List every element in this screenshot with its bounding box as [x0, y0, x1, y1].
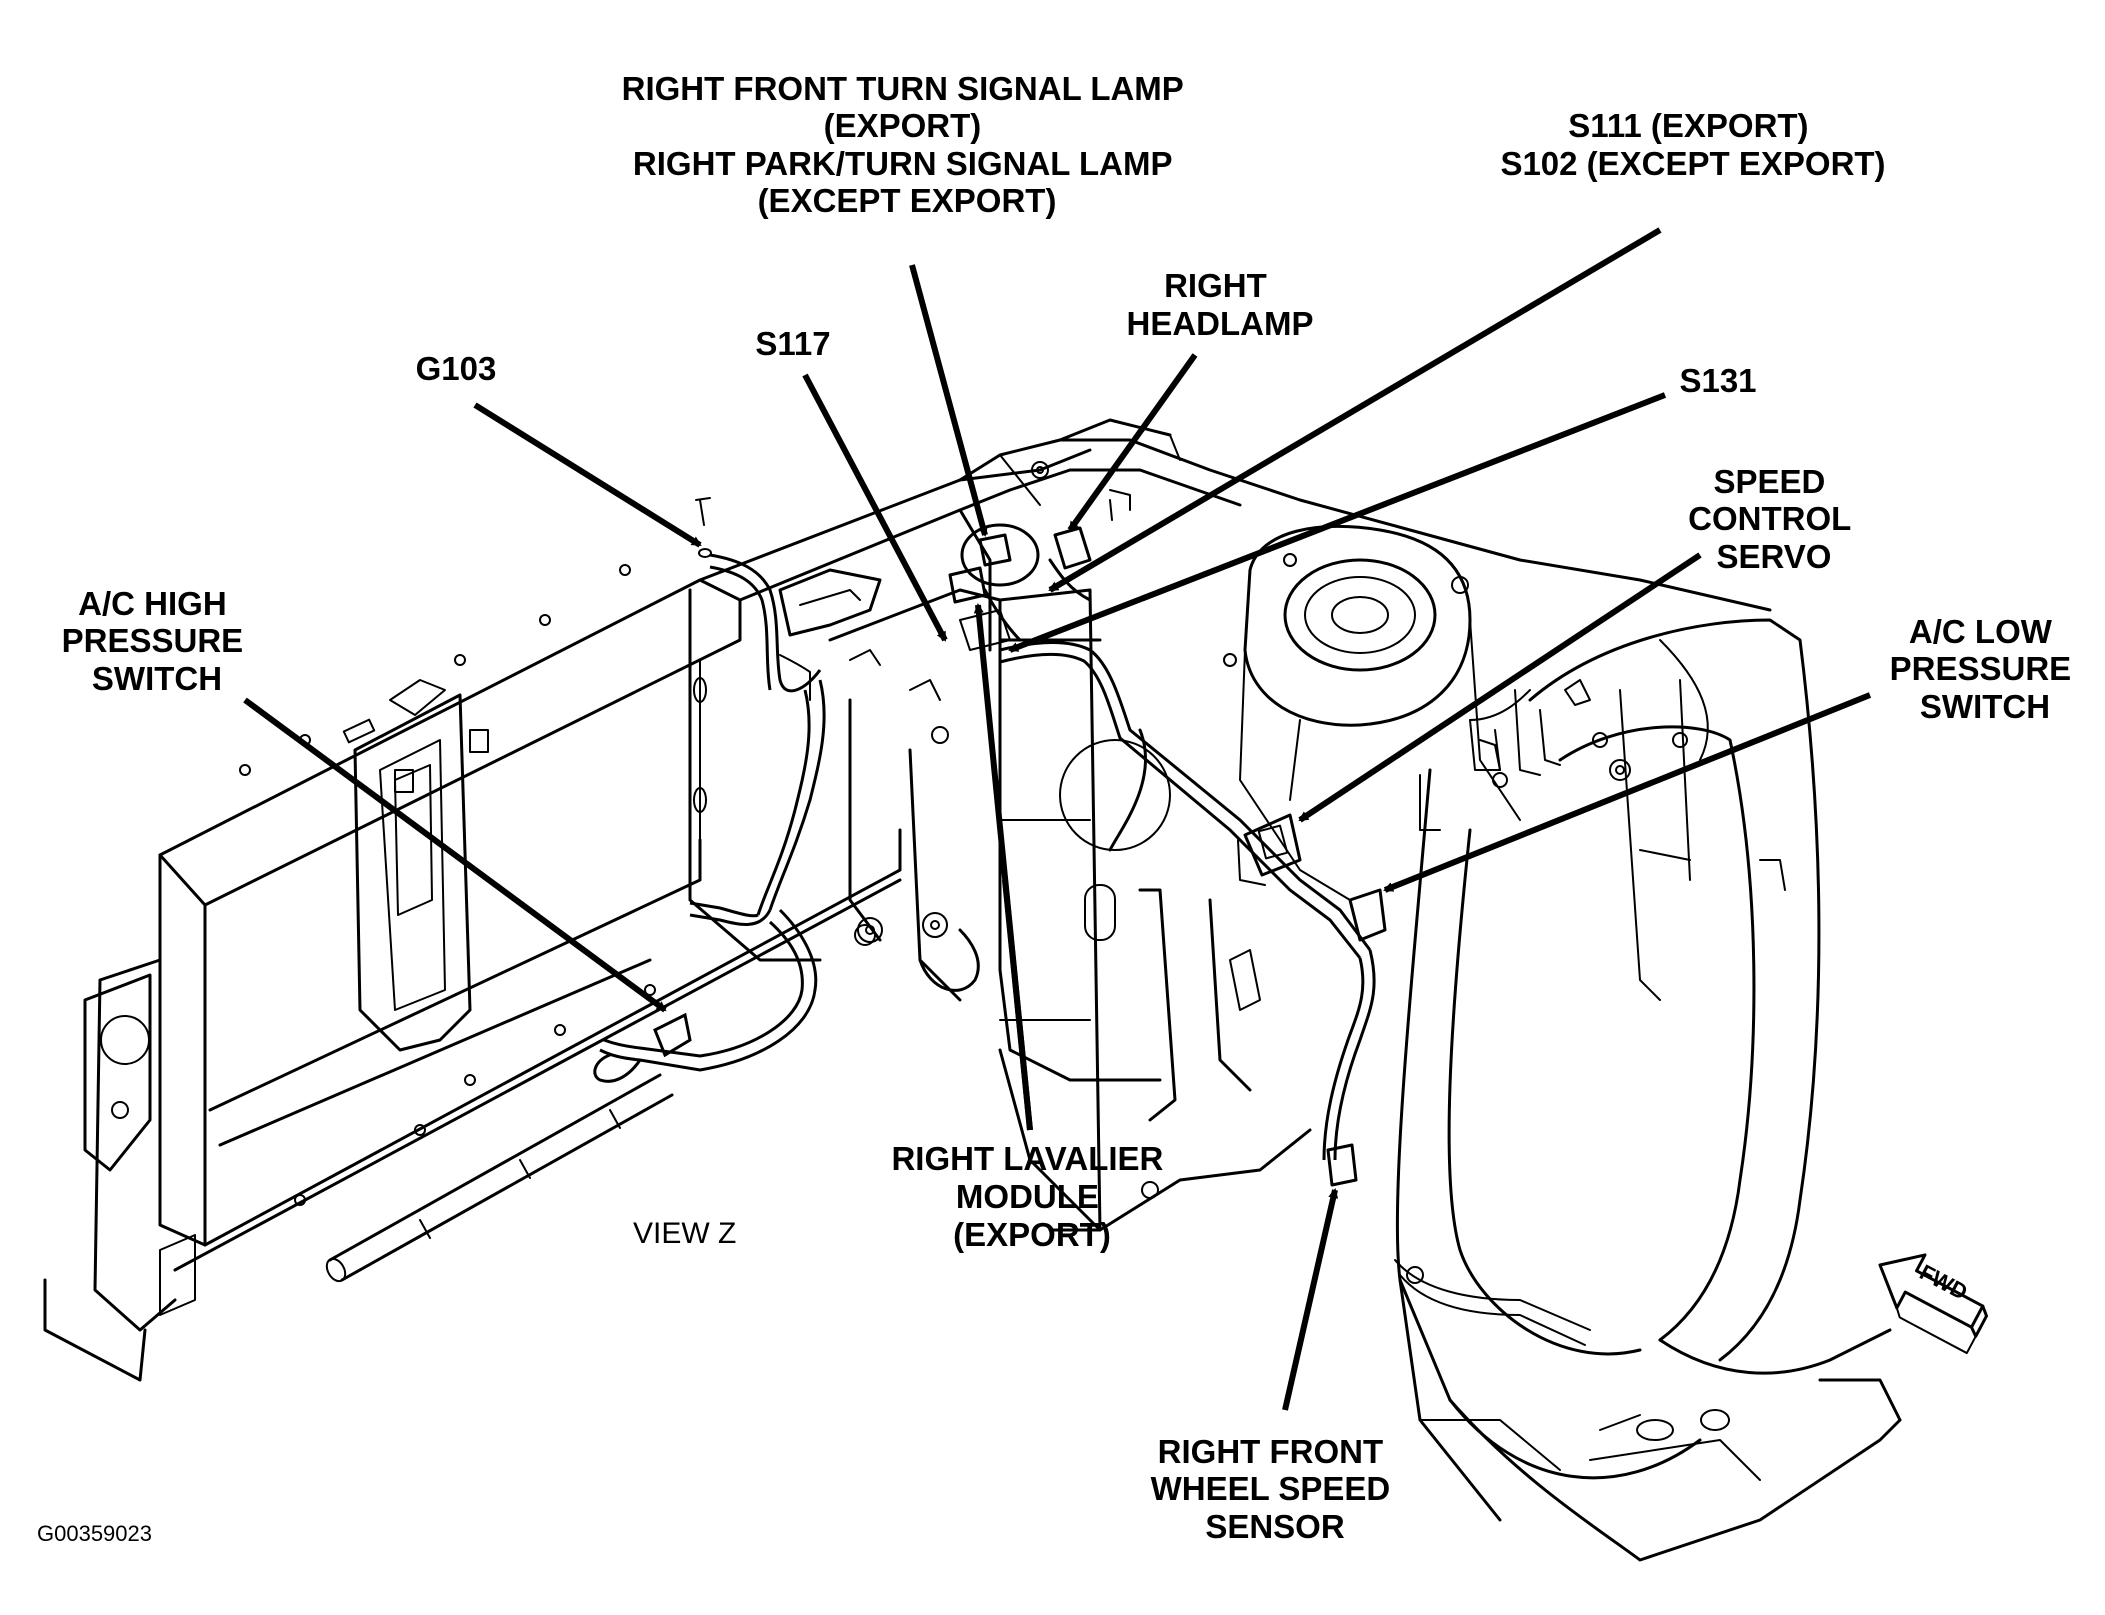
- leader-s117: [802, 373, 948, 642]
- wiring-harness: [593, 553, 1387, 1187]
- vehicle-structure-line-art: FWD: [43, 418, 1989, 1562]
- leader-headlamp: [1067, 353, 1198, 532]
- label-headlamp: RIGHT HEADLAMP: [1127, 267, 1314, 342]
- label-g103: G103: [416, 350, 497, 387]
- wheelhouse: [1394, 618, 1902, 1562]
- leader-turn-signal: [909, 264, 988, 537]
- leader-g103: [473, 402, 702, 548]
- radiator-support: [43, 564, 902, 1382]
- view-label: VIEW Z: [633, 1217, 736, 1250]
- label-ac-low: A/C LOW PRESSURE SWITCH: [1890, 613, 2081, 725]
- figure-id: G00359023: [37, 1521, 152, 1546]
- forward-arrow-icon: [1878, 1253, 1989, 1355]
- label-lavalier: RIGHT LAVALIER MODULE (EXPORT): [891, 1140, 1172, 1253]
- label-speed-control: SPEED CONTROL SERVO: [1688, 463, 1860, 575]
- leader-lavalier-2: [1002, 879, 1033, 1131]
- condenser-tube: [325, 1073, 674, 1283]
- label-ac-high: A/C HIGH PRESSURE SWITCH: [62, 585, 253, 697]
- upper-rail: [958, 418, 1772, 612]
- leader-wheel-speed: [1282, 1188, 1339, 1411]
- leader-ac-low: [1383, 692, 1872, 893]
- center-brackets: [778, 568, 949, 946]
- label-wheel-speed: RIGHT FRONT WHEEL SPEED SENSOR: [1151, 1433, 1400, 1545]
- connector-cluster: [948, 523, 1092, 651]
- label-s111: S111 (EXPORT) S102 (EXCEPT EXPORT): [1500, 107, 1885, 182]
- ground-bolt-icon: [695, 497, 712, 558]
- leader-speed-control: [1298, 552, 1702, 823]
- apron-brackets: [1419, 689, 1561, 831]
- callout-labels: RIGHT FRONT TURN SIGNAL LAMP (EXPORT) RI…: [37, 70, 2081, 1546]
- label-turn-signal: RIGHT FRONT TURN SIGNAL LAMP (EXPORT) RI…: [622, 70, 1193, 219]
- leader-s111: [1048, 227, 1662, 593]
- label-s131: S131: [1679, 362, 1756, 399]
- leader-lines: [243, 227, 1872, 1411]
- leader-s131: [1008, 392, 1667, 653]
- fender-apron: [688, 448, 1312, 1232]
- label-s117: S117: [755, 325, 830, 362]
- shock-tower: [1223, 524, 1531, 901]
- fwd-label: FWD: [1916, 1259, 1972, 1305]
- leader-ac-high: [243, 697, 667, 1013]
